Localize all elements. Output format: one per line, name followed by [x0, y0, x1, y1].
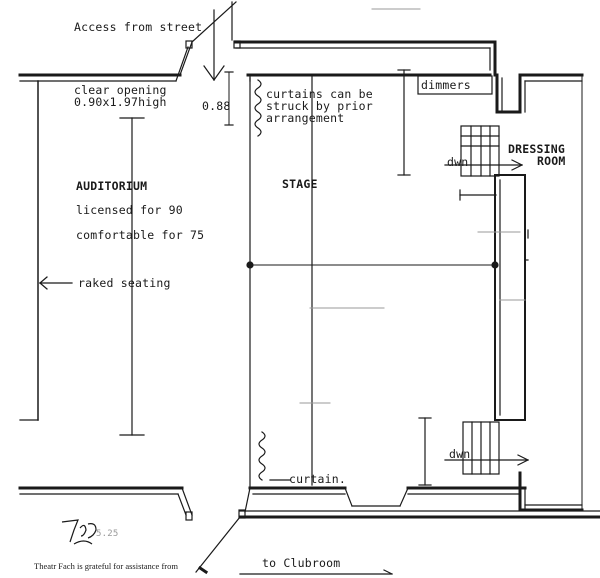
to-clubroom-label: to Clubroom	[262, 556, 341, 570]
raked-seating-label: raked seating	[78, 276, 171, 290]
access-from-street-label: Access from street	[74, 20, 203, 34]
stairs-down-upper-label: dwn	[447, 155, 469, 169]
credit-text: Theatr Fach is grateful for assistance f…	[34, 561, 178, 571]
dimension-088-label: 0.88	[202, 99, 231, 113]
clubroom-door	[195, 516, 393, 575]
dressing-room-label-line1: DRESSING	[508, 142, 565, 156]
curtains-note-line3: arrangement	[266, 111, 345, 125]
stage-outline	[246, 69, 499, 489]
auditorium-walls	[19, 80, 145, 436]
stairs-upper	[444, 125, 523, 201]
dimmers-label: dimmers	[421, 78, 471, 92]
stage-label: STAGE	[282, 177, 318, 191]
curtains-note-line1: curtains can be	[266, 87, 373, 101]
street-door	[191, 1, 237, 81]
dressing-room-label-line2: ROOM	[537, 154, 566, 168]
curtain-upper	[254, 79, 262, 137]
curtain-lower	[258, 431, 266, 481]
dimension-088	[224, 71, 234, 126]
stage-partition	[494, 174, 529, 421]
auditorium-label: AUDITORIUM	[76, 179, 148, 193]
dressing-room-walls	[495, 73, 584, 512]
clear-opening-size-label: 0.90x1.97high	[74, 95, 167, 109]
curtains-note-line2: struck by prior	[266, 99, 373, 113]
scan-marks	[299, 8, 526, 404]
stairs-down-lower-label: dwn	[449, 447, 471, 461]
clear-opening-label: clear opening	[74, 83, 167, 97]
stairs-lower	[444, 421, 529, 475]
bottom-wall	[18, 486, 600, 521]
licensed-capacity-label: licensed for 90	[76, 203, 183, 217]
sketch-number: 5.25	[96, 529, 119, 539]
top-wall	[18, 40, 498, 82]
handwritten-sketch-icon	[61, 519, 97, 545]
comfortable-capacity-label: comfortable for 75	[76, 228, 205, 242]
dimmers-box	[417, 75, 493, 95]
curtain-label: curtain.	[289, 472, 346, 486]
